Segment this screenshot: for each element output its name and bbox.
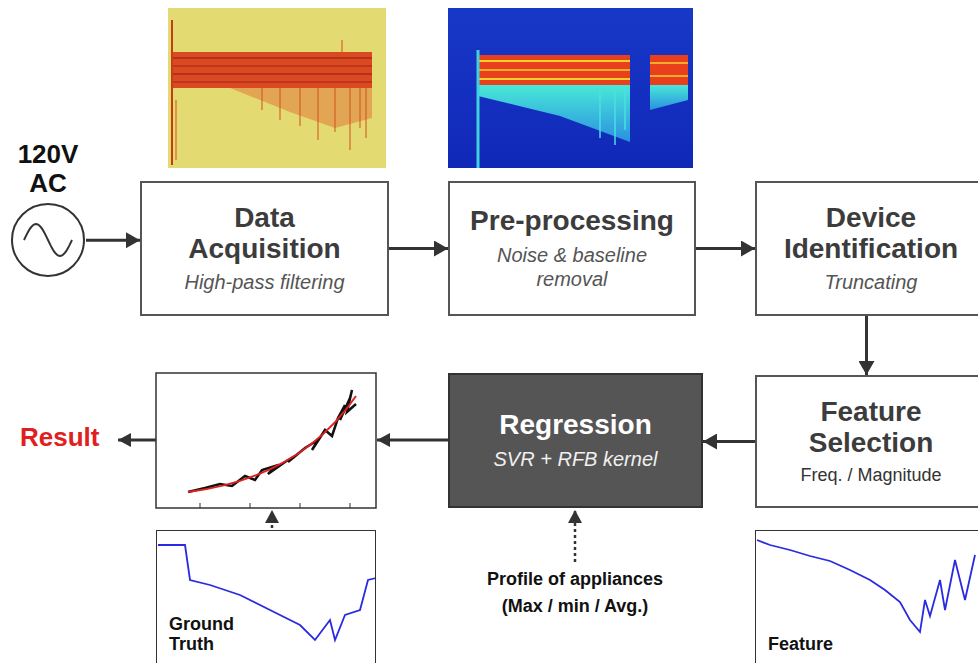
spectrogram-clean bbox=[478, 78, 630, 80]
result-plot bbox=[156, 373, 376, 508]
plot-curve bbox=[757, 540, 975, 632]
result-plot bbox=[156, 373, 376, 508]
spectrogram-clean bbox=[448, 8, 693, 168]
spectrogram-raw bbox=[342, 40, 343, 52]
sine-wave bbox=[24, 224, 72, 256]
spectrogram-raw bbox=[366, 88, 367, 138]
spectrogram-clean bbox=[650, 55, 688, 85]
dotted-arrow bbox=[271, 510, 274, 528]
spectrogram-raw bbox=[350, 88, 351, 150]
spectrogram-raw bbox=[300, 88, 301, 126]
flow-arrow bbox=[389, 247, 448, 250]
input-label: Profile of appliances (Max / min / Avg.) bbox=[470, 566, 680, 620]
flow-arrow bbox=[865, 316, 868, 375]
result-plot bbox=[188, 390, 356, 492]
spectrogram-raw bbox=[172, 73, 372, 75]
process-arrow bbox=[118, 439, 156, 442]
power-source: 120V AC bbox=[8, 140, 88, 278]
spectrogram-raw bbox=[230, 88, 372, 128]
spectrogram-clean bbox=[650, 85, 688, 110]
highlight-box: RegressionSVR + RFB kernel bbox=[448, 373, 703, 508]
plot-panel: Ground Truth bbox=[156, 530, 376, 663]
result-plot bbox=[188, 396, 356, 492]
box-title: Pre-processing bbox=[470, 206, 674, 237]
spectrogram-raw bbox=[168, 8, 386, 168]
spectrogram-raw bbox=[168, 8, 386, 168]
spectrogram-raw bbox=[335, 88, 336, 132]
box-subtitle: SVR + RFB kernel bbox=[494, 447, 658, 471]
box-title: Feature Selection bbox=[767, 397, 975, 459]
spectrogram-raw bbox=[171, 20, 173, 165]
spectrogram-raw bbox=[360, 88, 361, 128]
process-arrow bbox=[118, 440, 448, 441]
flow-arrow bbox=[86, 239, 140, 242]
spectrogram-raw bbox=[262, 88, 263, 110]
flow-arrow bbox=[696, 247, 755, 250]
plot-panel: Feature bbox=[755, 530, 978, 663]
plot-label: Feature bbox=[768, 634, 833, 655]
spectrogram-clean bbox=[478, 60, 630, 62]
box-subtitle: High-pass filtering bbox=[184, 270, 344, 294]
box-title: Regression bbox=[499, 410, 652, 441]
spectrogram-clean bbox=[599, 85, 601, 138]
flow-arrow bbox=[703, 440, 755, 443]
process-box: Pre-processingNoise & baseline removal bbox=[448, 181, 696, 316]
dotted-arrow bbox=[272, 510, 575, 562]
spectrogram-raw bbox=[176, 100, 177, 160]
spectrogram-clean bbox=[448, 8, 693, 168]
plot-label: Ground Truth bbox=[169, 614, 259, 655]
spectrogram-raw bbox=[280, 88, 281, 120]
box-subtitle: Truncating bbox=[824, 270, 917, 294]
result-plot bbox=[200, 503, 201, 508]
result-plot bbox=[250, 503, 251, 508]
box-title: Device Identification bbox=[767, 203, 975, 265]
process-box: Data AcquisitionHigh-pass filtering bbox=[140, 181, 389, 316]
spectrogram-clean bbox=[477, 50, 480, 168]
spectrogram-raw bbox=[172, 57, 372, 59]
box-title: Data Acquisition bbox=[165, 203, 365, 265]
spectrogram-raw bbox=[172, 81, 372, 83]
result-plot bbox=[300, 503, 301, 508]
spectrogram-clean bbox=[478, 69, 630, 71]
spectrogram-clean bbox=[624, 85, 626, 130]
process-arrow bbox=[377, 439, 448, 442]
process-box: Device IdentificationTruncating bbox=[755, 181, 978, 316]
spectrogram-raw bbox=[172, 52, 372, 88]
spectrogram-clean bbox=[650, 75, 688, 77]
spectrogram-clean bbox=[478, 55, 630, 85]
spectrogram-clean bbox=[478, 85, 630, 142]
box-subtitle: Noise & baseline removal bbox=[477, 243, 667, 291]
dotted-arrow bbox=[574, 510, 577, 562]
ac-source-symbol bbox=[10, 202, 86, 278]
spectrogram-clean bbox=[614, 85, 616, 145]
result-label: Result bbox=[20, 422, 116, 453]
box-subtitle: Freq. / Magnitude bbox=[800, 465, 941, 487]
spectrogram-raw bbox=[172, 65, 372, 67]
spectrogram-raw bbox=[318, 88, 319, 140]
ac-source-symbol bbox=[12, 204, 84, 276]
plot-curve bbox=[158, 540, 975, 640]
process-box: Feature SelectionFreq. / Magnitude bbox=[755, 375, 978, 508]
spectrogram-clean bbox=[650, 62, 688, 64]
source-label: 120V AC bbox=[8, 140, 88, 198]
result-plot bbox=[350, 503, 351, 508]
